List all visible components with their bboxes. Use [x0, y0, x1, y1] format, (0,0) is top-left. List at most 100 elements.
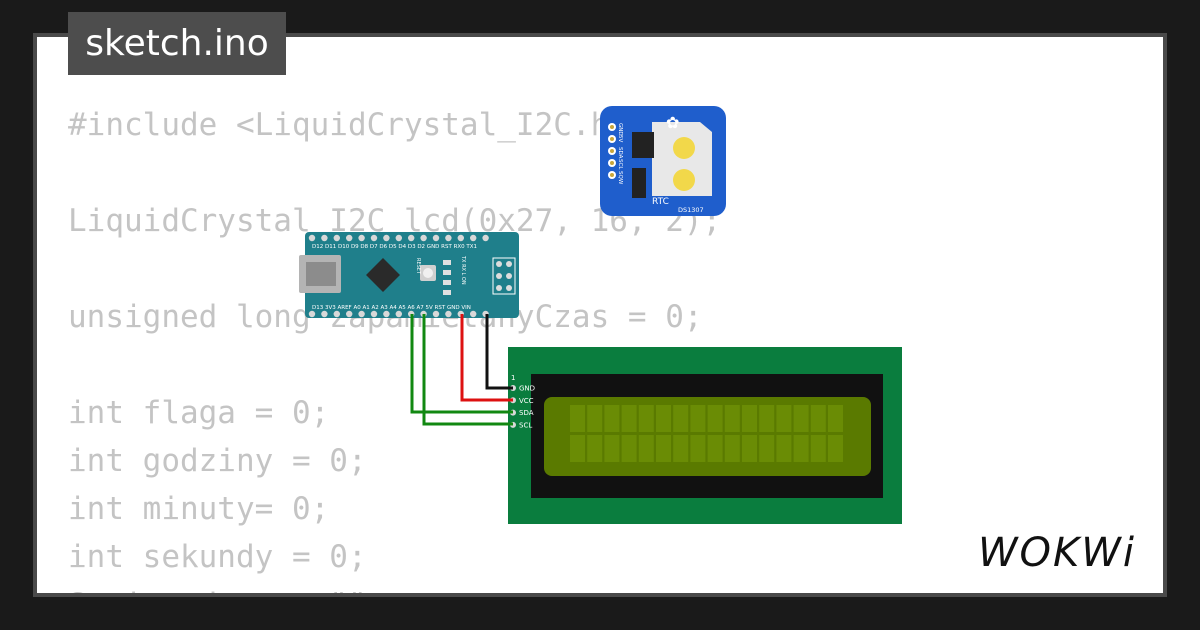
nano-pin[interactable]	[321, 310, 328, 318]
mcu-chip	[366, 258, 400, 292]
led-l	[443, 280, 451, 285]
nano-pin[interactable]	[333, 234, 340, 242]
lcd-char-cell	[742, 435, 757, 462]
led-on	[443, 290, 451, 295]
nano-pin[interactable]	[383, 310, 390, 318]
wire-a4-sda[interactable]	[410, 314, 513, 414]
code-line: int minuty= 0;	[68, 491, 330, 527]
nano-pin[interactable]	[408, 234, 415, 242]
code-line: String data = "";	[68, 581, 721, 593]
nano-pin[interactable]	[445, 234, 452, 242]
lcd-char-cell	[587, 405, 603, 432]
wire-a5-scl[interactable]	[422, 314, 513, 426]
icsp-header	[492, 257, 516, 295]
nano-pin[interactable]	[420, 234, 427, 242]
lcd-pin-label: SDA	[519, 409, 534, 417]
wire-5v-vcc[interactable]	[460, 314, 513, 402]
lcd-char-cell	[759, 405, 775, 432]
file-tab[interactable]: sketch.ino	[68, 12, 286, 75]
lcd-char-cell	[828, 405, 843, 432]
rtc-pin-label: SQW	[617, 171, 623, 185]
crystal	[632, 168, 646, 198]
rtc-pin-hole	[610, 137, 614, 141]
nano-pin[interactable]	[370, 234, 378, 242]
wokwi-logo[interactable]: WOKWi	[976, 522, 1148, 574]
nano-pin[interactable]	[370, 310, 378, 318]
lcd-char-cell	[638, 405, 654, 432]
code-line: int godziny = 0;	[68, 443, 367, 479]
lcd-char-cell	[690, 435, 706, 462]
lcd-char-cell	[690, 405, 706, 432]
rtc-pin-label: GND	[617, 123, 623, 136]
lcd-char-cell	[810, 435, 826, 462]
nano-pin[interactable]	[321, 234, 328, 242]
usb-port	[306, 262, 336, 286]
lcd-char-cell	[570, 435, 585, 462]
lcd-char-cell	[724, 435, 740, 462]
lcd-pin-number: 1	[511, 374, 515, 382]
rtc-pin-label: SDA	[617, 147, 623, 159]
nano-pin[interactable]	[346, 310, 353, 318]
lcd-char-cell	[724, 405, 740, 432]
lcd-char-cell	[673, 405, 689, 432]
lcd-char-cell	[759, 435, 775, 462]
nano-top-pin-labels: D12 D11 D10 D9 D8 D7 D6 D5 D4 D3 D2 GND …	[312, 244, 477, 250]
rtc-label: RTC	[652, 197, 669, 207]
nano-bottom-pin-labels: D13 3V3 AREF A0 A1 A2 A3 A4 A5 A6 A7 5V …	[312, 305, 471, 311]
battery-contact-bottom	[673, 169, 695, 191]
nano-top-header[interactable]	[308, 234, 489, 242]
nano-pin[interactable]	[308, 234, 316, 242]
lcd-char-cell	[656, 435, 671, 462]
led-labels: TX RX L ON	[460, 255, 466, 285]
nano-board	[305, 232, 519, 318]
nano-pin[interactable]	[457, 234, 464, 242]
lcd-char-cell	[707, 405, 723, 432]
lcd-char-cell	[604, 405, 620, 432]
nano-pin[interactable]	[470, 310, 477, 318]
lcd-char-cell	[707, 435, 723, 462]
code-line: int sekundy = 0;	[68, 539, 367, 575]
arduino-nano[interactable]: D12 D11 D10 D9 D8 D7 D6 D5 D4 D3 D2 GND …	[299, 232, 519, 318]
lcd-char-cell	[621, 405, 637, 432]
lcd-char-cell	[776, 435, 792, 462]
wires[interactable]	[410, 314, 513, 426]
lcd-char-cell	[810, 405, 826, 432]
nano-pin[interactable]	[346, 234, 353, 242]
rtc-pin-hole	[610, 149, 614, 153]
nano-pin[interactable]	[432, 310, 440, 318]
nano-pin[interactable]	[432, 234, 440, 242]
reset-button-cap	[423, 268, 433, 278]
nano-pin[interactable]	[358, 234, 365, 242]
rtc-pin-header[interactable]	[608, 123, 616, 179]
led-rx	[443, 270, 451, 275]
nano-pin[interactable]	[482, 234, 489, 242]
nano-pin[interactable]	[333, 310, 340, 318]
lcd-char-cell	[776, 405, 792, 432]
lcd-char-cell	[793, 405, 809, 432]
nano-pin[interactable]	[383, 234, 390, 242]
nano-pin[interactable]	[470, 234, 477, 242]
nano-pin[interactable]	[445, 310, 452, 318]
nano-pin[interactable]	[358, 310, 365, 318]
lcd-char-cell	[673, 435, 689, 462]
rtc-pin-label: SCL	[617, 159, 623, 170]
lcd-char-cell	[638, 435, 654, 462]
nano-pin[interactable]	[395, 234, 402, 242]
wokwi-logo-text: WOKWi	[978, 530, 1136, 574]
nano-pin[interactable]	[395, 310, 402, 318]
reset-label: RESET	[415, 258, 421, 275]
lcd-char-cell	[570, 405, 585, 432]
lcd-char-cell	[621, 435, 637, 462]
rtc-model-label: DS1307	[678, 206, 704, 214]
battery-holder	[652, 122, 712, 196]
lcd-char-cell	[656, 405, 671, 432]
rtc-pin-label: 5V	[617, 135, 623, 142]
battery-contact-top	[673, 137, 695, 159]
wire-gnd-gnd[interactable]	[485, 314, 513, 390]
nano-pin[interactable]	[308, 310, 316, 318]
code-line: int flaga = 0;	[68, 395, 330, 431]
star-logo-icon: ✿	[666, 113, 679, 132]
